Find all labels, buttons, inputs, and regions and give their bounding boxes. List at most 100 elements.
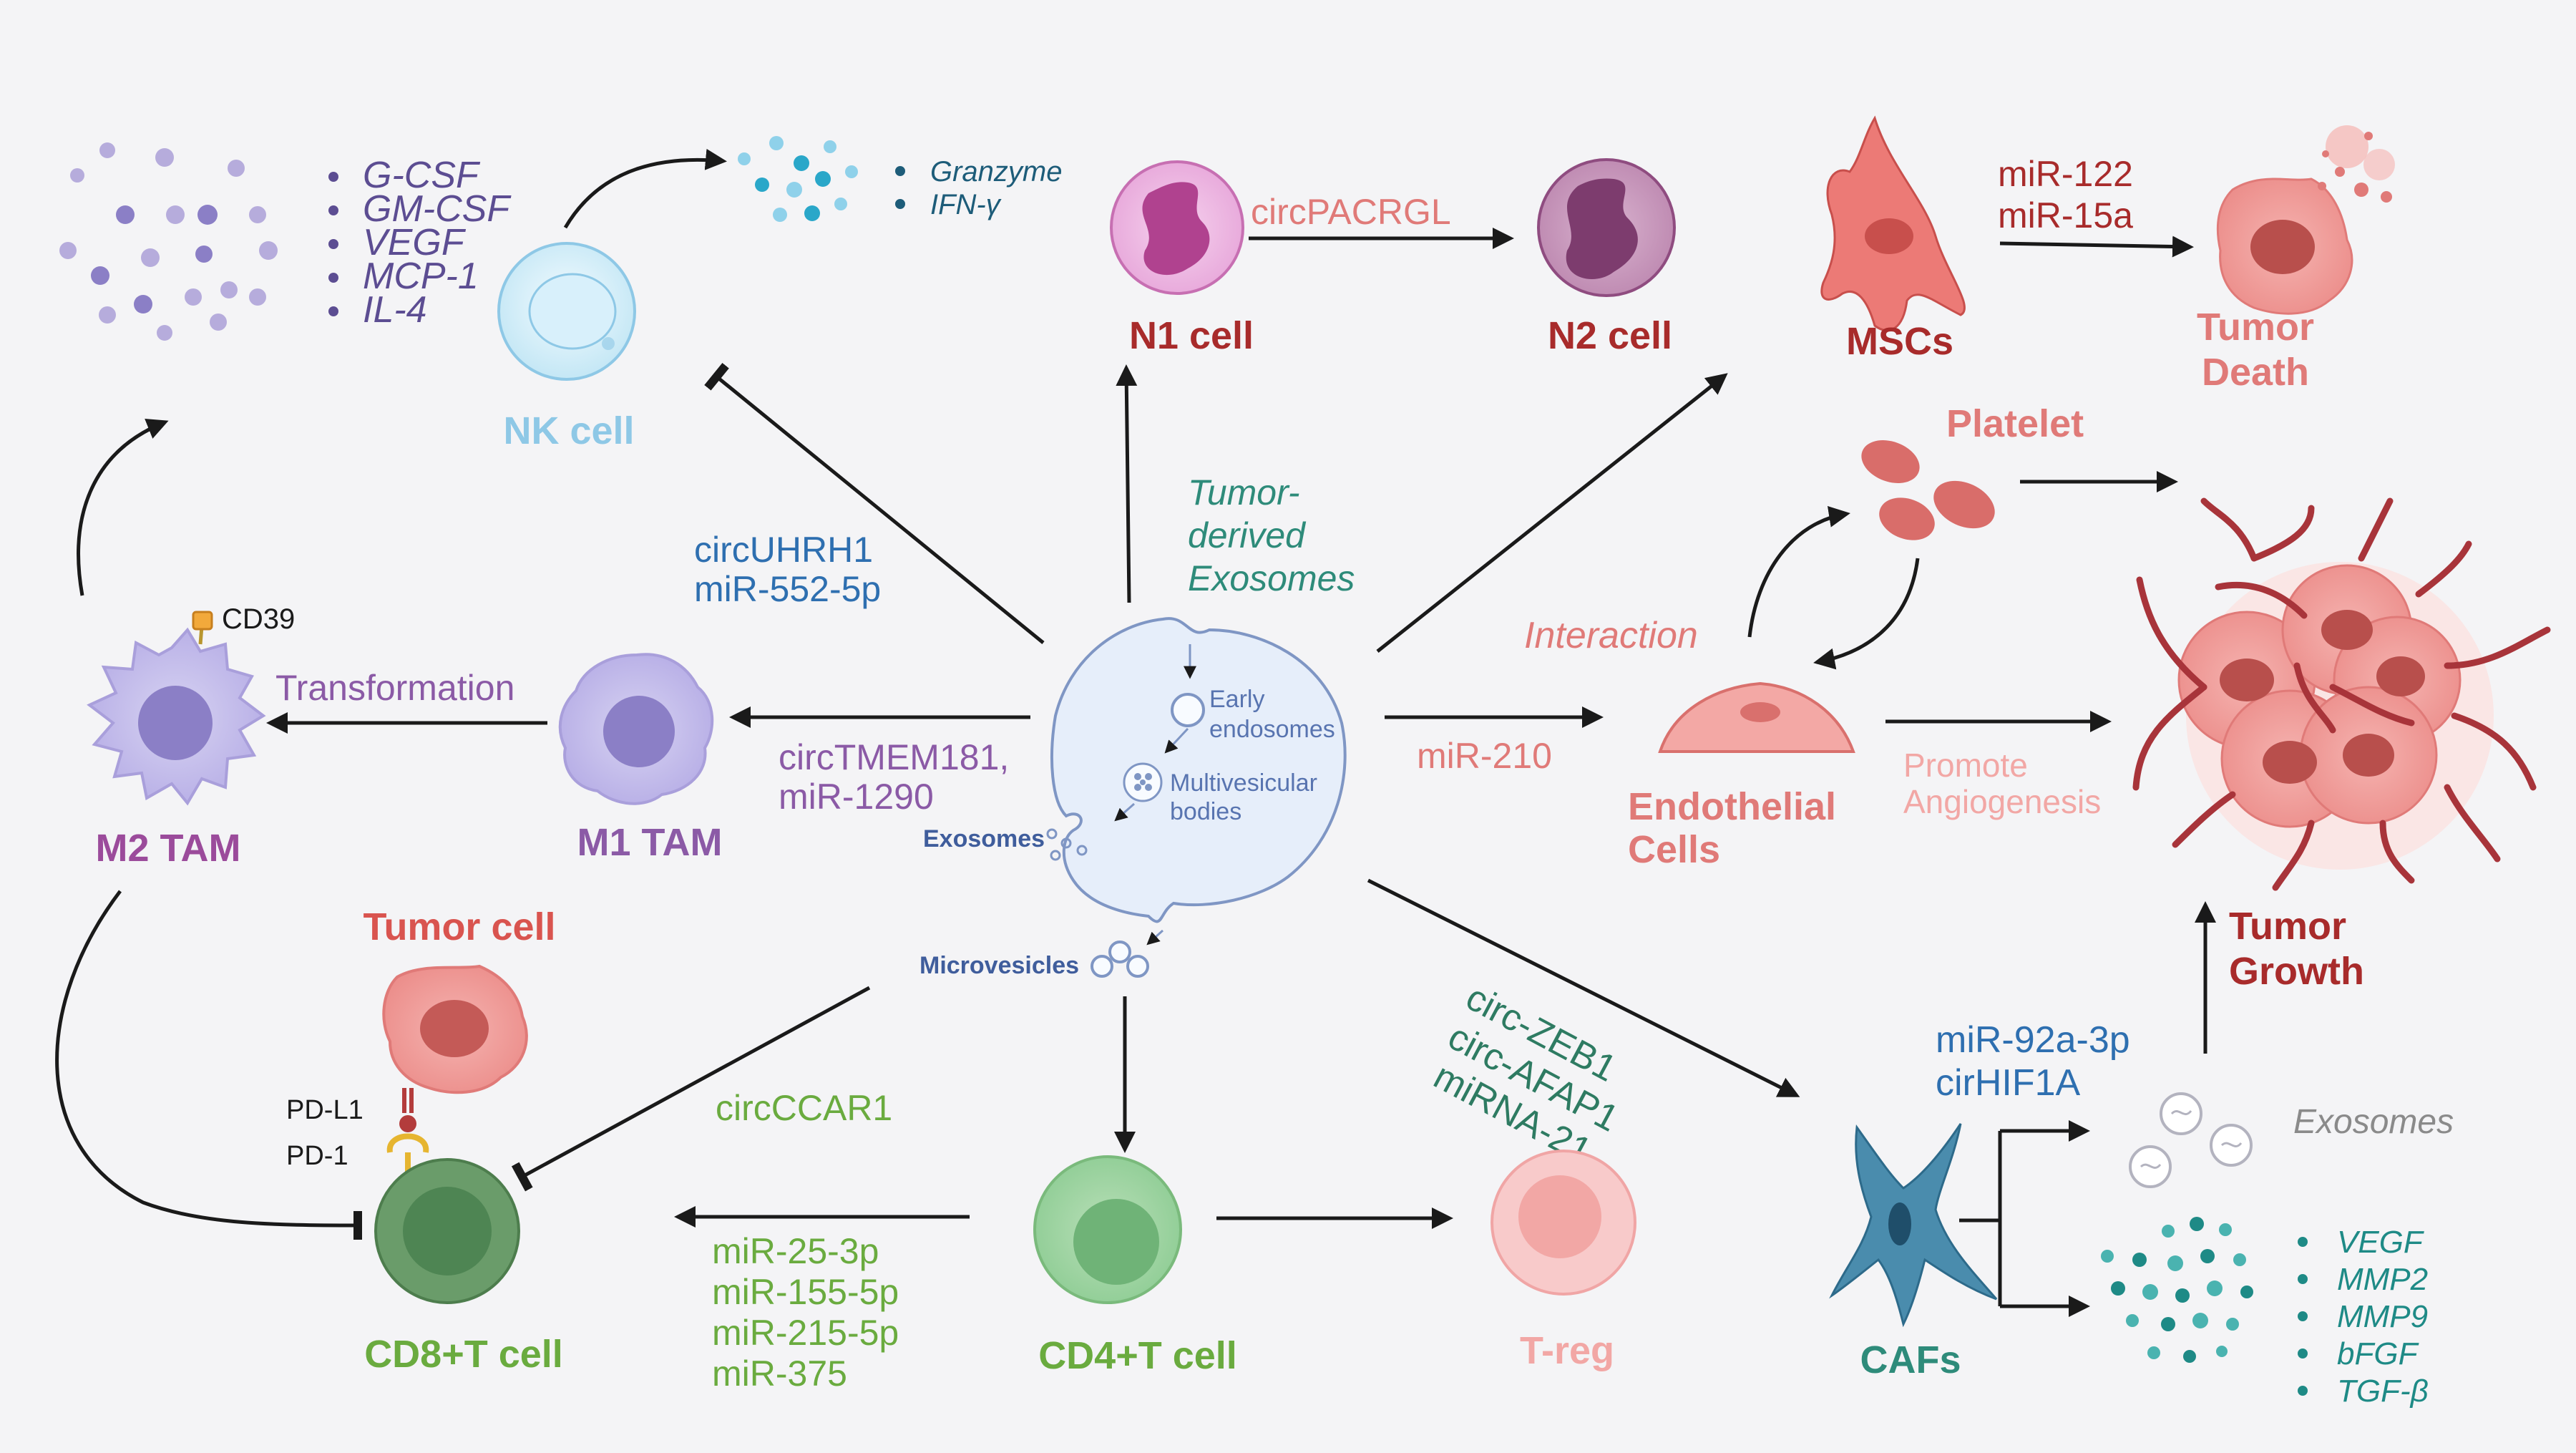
arrow-to-n1 bbox=[1116, 364, 1138, 603]
tumor-death-line2: Death bbox=[2202, 351, 2309, 394]
center-title-line1: Tumor- bbox=[1188, 472, 1300, 512]
n2-cell bbox=[1537, 158, 1676, 297]
connectors bbox=[55, 148, 2216, 1317]
early-endosomes-line1: Early bbox=[1209, 686, 1264, 713]
center-title-line2: derived bbox=[1188, 515, 1307, 555]
platelet-label: Platelet bbox=[1946, 402, 2084, 445]
caf-label: CAFs bbox=[1860, 1338, 1961, 1381]
cd8-cell bbox=[374, 1158, 520, 1304]
arrow-to-msc bbox=[1376, 373, 1728, 653]
transformation-label: Transformation bbox=[275, 668, 514, 708]
factor-mmp2: MMP2 bbox=[2337, 1262, 2428, 1297]
circccar1-label: circCCAR1 bbox=[716, 1088, 892, 1128]
endothelial-line1: Endothelial bbox=[1628, 785, 1836, 828]
mir-25-label: miR-25-3p bbox=[712, 1231, 879, 1271]
m2-tam bbox=[87, 611, 266, 806]
nk-cell-label: NK cell bbox=[503, 409, 634, 452]
mir-15a-label: miR-15a bbox=[1998, 195, 2133, 235]
arrow-nk-secretion bbox=[563, 148, 727, 229]
mir-215-label: miR-215-5p bbox=[712, 1313, 899, 1353]
mir-552-label: miR-552-5p bbox=[694, 569, 881, 609]
m1-tam bbox=[558, 653, 714, 805]
mir-122-label: miR-122 bbox=[1998, 154, 2133, 194]
m1-mirna: circTMEM181, miR-1290 bbox=[779, 737, 1009, 817]
cytokine-label-1: G-CSF bbox=[363, 155, 481, 196]
nk-cell bbox=[497, 242, 636, 381]
factor-vegf: VEGF bbox=[2337, 1225, 2424, 1260]
mir-155-label: miR-155-5p bbox=[712, 1272, 899, 1312]
treg-cell bbox=[1491, 1150, 1636, 1296]
cytokine-label-5: IL-4 bbox=[363, 289, 427, 331]
mir-1290-label: miR-1290 bbox=[779, 777, 934, 817]
cd39-label: CD39 bbox=[222, 603, 295, 635]
platelets bbox=[1861, 440, 1995, 540]
treg-mirna: circ-ZEB1 circ-AFAP1 miRNA-21 bbox=[1427, 976, 1625, 1172]
caf-branch bbox=[1959, 1131, 2002, 1306]
circuhrh1-label: circUHRH1 bbox=[694, 530, 873, 570]
nk-secreted-list: Granzyme IFN-γ bbox=[895, 156, 1063, 220]
exosomes-center-label: Exosomes bbox=[923, 825, 1045, 852]
factor-bfgf: bFGF bbox=[2337, 1336, 2419, 1371]
tumor-mass bbox=[2177, 562, 2494, 870]
tumor-growth-line1: Tumor bbox=[2229, 905, 2346, 948]
inhibit-nk bbox=[704, 362, 1045, 644]
caf-exosomes-label: Exosomes bbox=[2293, 1103, 2454, 1141]
factor-mmp9: MMP9 bbox=[2337, 1299, 2428, 1334]
tumor-cell-pdl1 bbox=[382, 964, 528, 1181]
promote-line1: Promote bbox=[1903, 747, 2028, 784]
early-endosomes-line2: endosomes bbox=[1209, 716, 1335, 743]
m1-tam-label: M1 TAM bbox=[577, 821, 723, 864]
pd-l1-label: PD-L1 bbox=[286, 1095, 364, 1125]
endothelial-label: Endothelial Cells bbox=[1628, 785, 1836, 871]
nk-mirna: circUHRH1 miR-552-5p bbox=[694, 530, 881, 609]
mvb-line1: Multivesicular bbox=[1170, 769, 1317, 797]
msc-mirna: miR-122 miR-15a bbox=[1998, 154, 2133, 235]
arrow-m2-cytokines bbox=[77, 419, 169, 596]
cd4-label: CD4+T cell bbox=[1038, 1334, 1237, 1377]
pd-1-label: PD-1 bbox=[286, 1141, 348, 1171]
nk-granules bbox=[738, 136, 858, 222]
inhibit-cd8 bbox=[511, 986, 871, 1192]
caf-exosome-vesicles bbox=[2129, 1092, 2253, 1188]
factor-tgf-beta: TGF-β bbox=[2337, 1374, 2429, 1409]
cytokine-label-4: MCP-1 bbox=[363, 256, 479, 297]
n1-label: N1 cell bbox=[1129, 314, 1254, 357]
caf-factor-particles bbox=[2101, 1217, 2253, 1363]
msc-cell bbox=[1820, 115, 1966, 332]
caf-mirna: miR-92a-3p cirHIF1A bbox=[1936, 1019, 2130, 1104]
endothelial-cell bbox=[1658, 681, 1855, 753]
blood-vessels bbox=[2132, 497, 2551, 891]
tumor-cell-label: Tumor cell bbox=[363, 905, 555, 948]
mir-375-label: miR-375 bbox=[712, 1354, 847, 1394]
mir-210-label: miR-210 bbox=[1417, 736, 1552, 776]
center-title-line3: Exosomes bbox=[1188, 558, 1355, 598]
cytokine-label-2: GM-CSF bbox=[363, 188, 512, 230]
granzyme-label: Granzyme bbox=[930, 156, 1063, 188]
msc-label: MSCs bbox=[1846, 320, 1953, 363]
cd8-label: CD8+T cell bbox=[364, 1333, 563, 1376]
arrow-interaction-down bbox=[1813, 558, 1920, 670]
n1-cell bbox=[1110, 160, 1244, 295]
promote-line2: Angiogenesis bbox=[1903, 783, 2101, 820]
center-title: Tumor- derived Exosomes bbox=[1188, 472, 1355, 598]
arrow-msc-death bbox=[1999, 235, 2194, 258]
tumor-death-label: Tumor Death bbox=[2197, 306, 2314, 394]
endothelial-line2: Cells bbox=[1628, 828, 1720, 871]
microvesicles-label: Microvesicles bbox=[919, 952, 1079, 979]
arrow-interaction-up bbox=[1747, 506, 1850, 638]
tumor-growth-label: Tumor Growth bbox=[2229, 905, 2364, 993]
cirhif1a-label: cirHIF1A bbox=[1936, 1062, 2081, 1104]
tumor-cell-exosome-source bbox=[1046, 617, 1347, 978]
caf-cell bbox=[1829, 1123, 1998, 1328]
arrow-to-caf bbox=[1367, 878, 1800, 1097]
cd4-cell bbox=[1033, 1155, 1182, 1304]
circtmem181-label: circTMEM181, bbox=[779, 737, 1009, 777]
tumor-death-line1: Tumor bbox=[2197, 306, 2314, 349]
promote-label: Promote Angiogenesis bbox=[1903, 747, 2101, 820]
caf-factor-list: VEGF MMP2 MMP9 bFGF TGF-β bbox=[2298, 1225, 2429, 1409]
interaction-label: Interaction bbox=[1524, 615, 1698, 656]
n2-label: N2 cell bbox=[1548, 314, 1672, 357]
cd4-mirna: miR-25-3p miR-155-5p miR-215-5p miR-375 bbox=[712, 1231, 899, 1394]
